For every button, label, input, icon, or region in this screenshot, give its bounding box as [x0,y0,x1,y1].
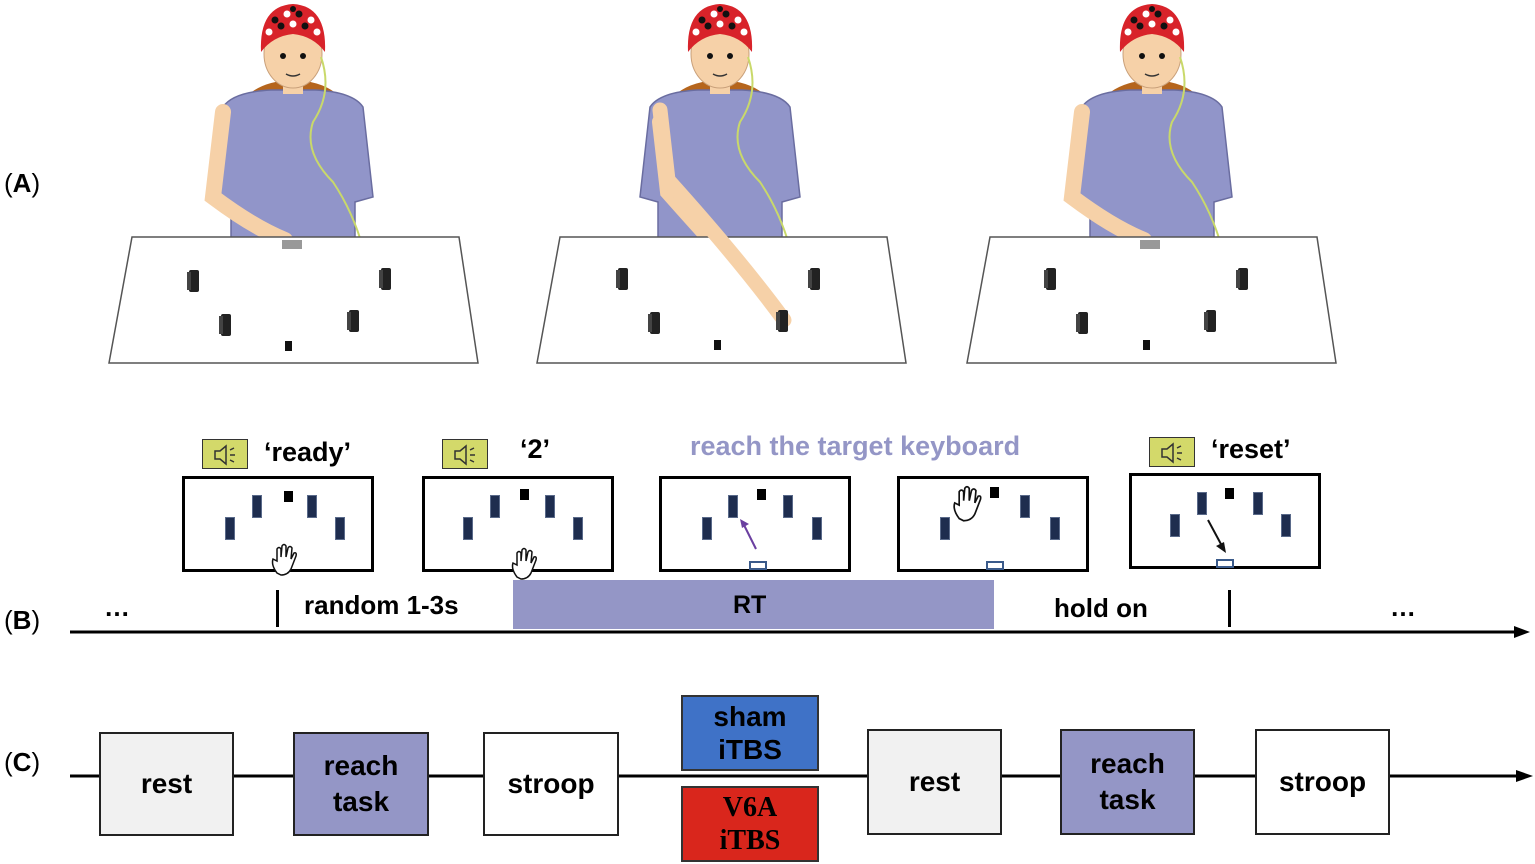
interval-label: random 1-3s [304,590,459,620]
rt-bar [513,580,994,629]
tick-mark [1228,590,1231,627]
panel-label-a: (A) [4,168,41,198]
speaker-icon [442,439,488,469]
hand-icon [271,543,297,576]
cue-reset: ‘reset’ [1211,434,1291,464]
schematic-ready [182,476,374,576]
panel-a-illustration [108,3,1337,364]
arrow-icon [740,519,757,550]
ellipsis-left: … [104,592,130,622]
block-stroop-2: stroop [1255,729,1390,835]
hold-label: hold on [1054,593,1148,623]
schematic-reach [659,476,851,572]
speaker-icon [1149,437,1195,467]
panel-label-c: (C) [4,747,41,777]
participant-resetting [1063,3,1233,253]
ellipsis-right: … [1390,592,1416,622]
block-stroop-1: stroop [483,732,619,836]
hand-icon [953,485,982,522]
block-rest-2: rest [867,729,1002,835]
instruction-text: reach the target keyboard [690,431,1021,461]
schematic-go [422,476,614,580]
arrow-icon [1207,519,1226,553]
schematic-reset [1129,473,1321,569]
timeline-arrow [70,626,1530,638]
schematic-hold [897,476,1089,572]
tick-mark [276,590,279,627]
speaker-icon [202,439,248,469]
hand-icon [511,547,537,580]
participant-resting [204,3,374,253]
cue-ready: ‘ready’ [264,437,352,467]
rt-label: RT [733,591,767,619]
panel-label-b: (B) [4,605,41,635]
block-rest-1: rest [99,732,234,836]
cue-two: ‘2’ [520,434,551,464]
